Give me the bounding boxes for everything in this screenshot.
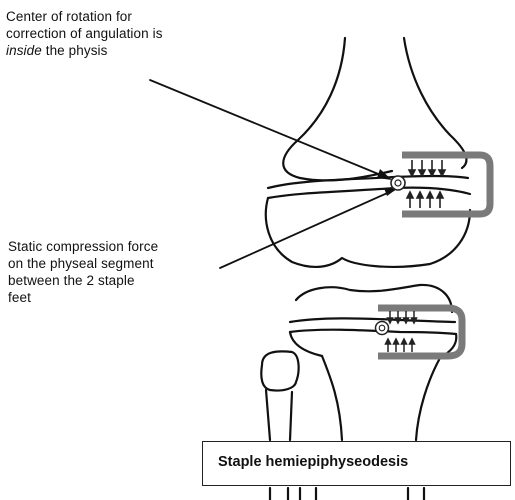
rotation-emphasis: inside [6, 43, 42, 58]
compression-callout-text: Static compression force on the physeal … [8, 238, 238, 306]
caption-box: Staple hemiepiphyseodesis [202, 441, 511, 486]
fibula-shaft-below [270, 488, 288, 500]
rotation-line-1: Center of rotation for [6, 8, 266, 25]
compression-arrow-line [220, 190, 394, 268]
compression-line-4: feet [8, 289, 238, 306]
compression-line-2: on the physeal segment [8, 255, 238, 272]
upper-staple [402, 155, 490, 214]
rotation-line-3-rest: the physis [42, 43, 108, 58]
rotation-callout-text: Center of rotation for correction of ang… [6, 8, 266, 59]
fibula-shaft [266, 390, 292, 440]
rotation-arrow-line [150, 80, 388, 178]
tibial-physis-lower [290, 330, 456, 334]
tibia-shaft [322, 356, 440, 440]
femur-outline-right [404, 38, 466, 168]
rotation-center-lower [376, 322, 389, 335]
compression-line-3: between the 2 staple [8, 272, 238, 289]
caption-text: Staple hemiepiphyseodesis [218, 454, 408, 470]
femoral-epiphysis [266, 198, 470, 267]
fibula-head [261, 351, 298, 390]
rotation-line-3: inside the physis [6, 42, 266, 59]
upper-compression-arrows [407, 160, 445, 208]
tibial-physis [290, 318, 455, 322]
rotation-line-2: correction of angulation is [6, 25, 266, 42]
femur-outline [283, 38, 392, 180]
tibia-shaft-below [300, 488, 424, 500]
rotation-center-upper [391, 176, 405, 190]
compression-line-1: Static compression force [8, 238, 238, 255]
